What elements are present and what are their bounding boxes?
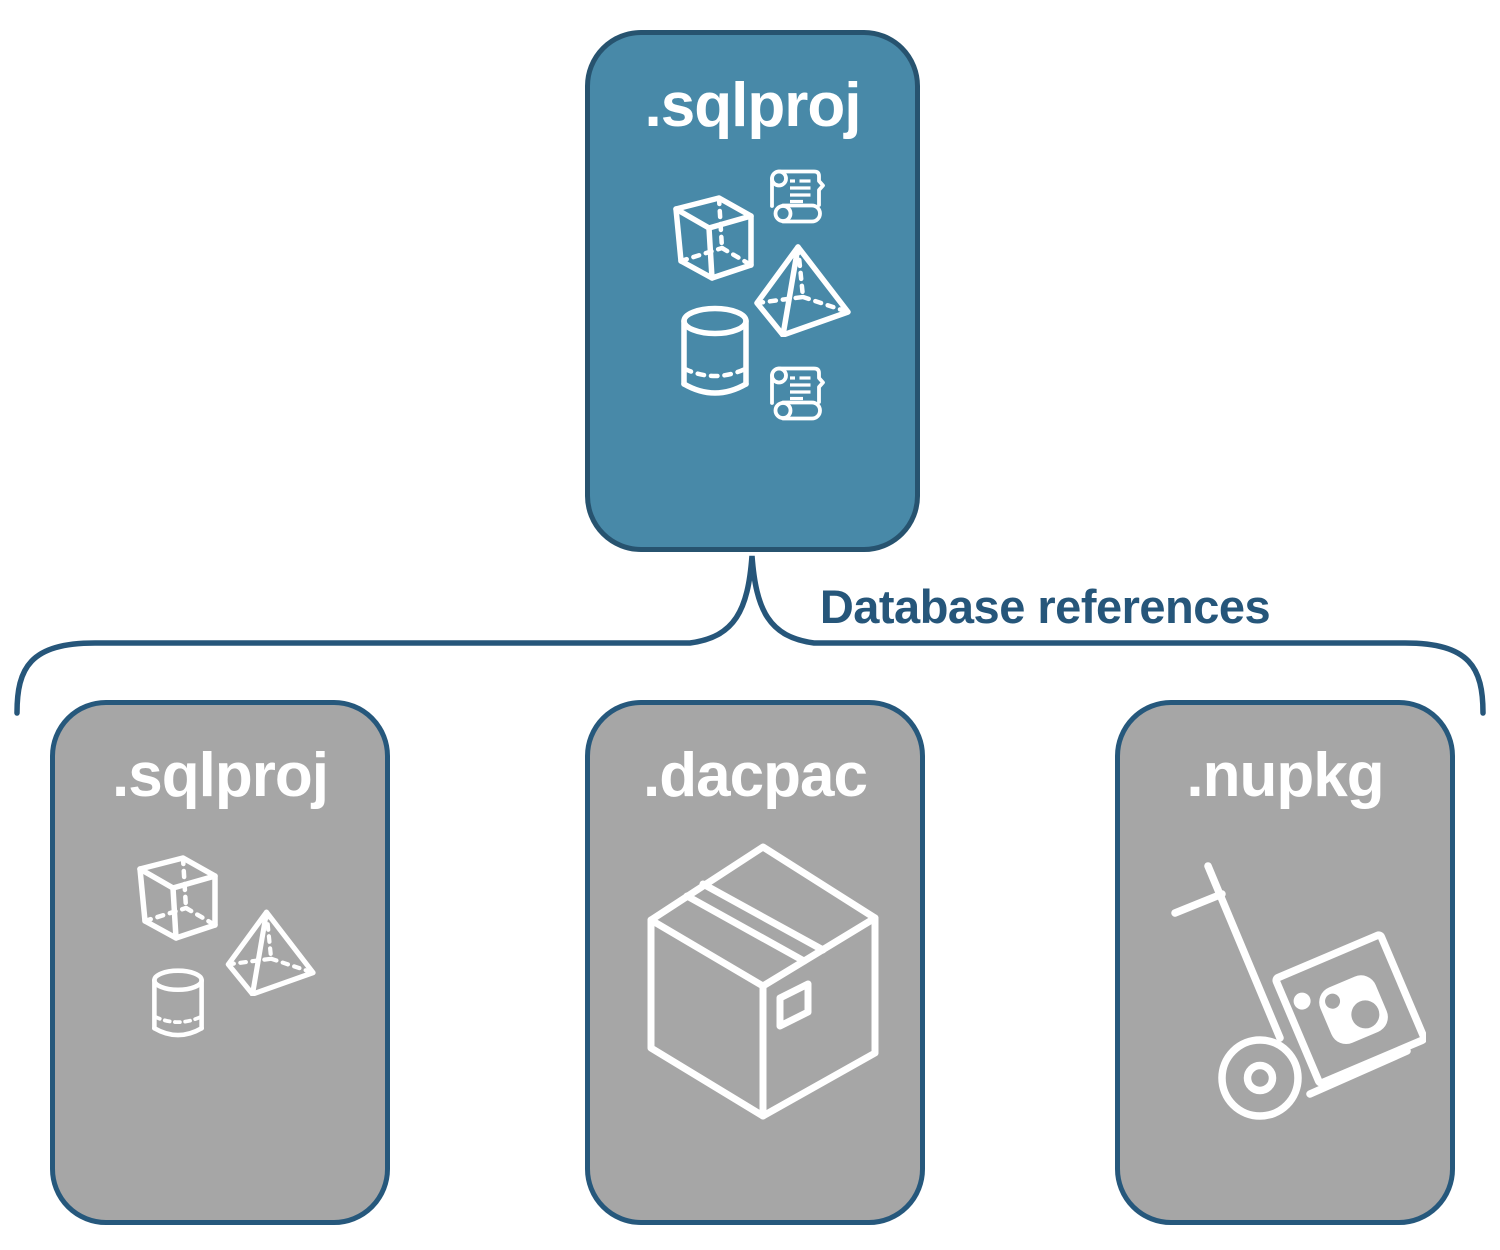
cube-3d-icon: [137, 855, 218, 941]
package-box-icon: [647, 843, 879, 1120]
node-child-dacpac: .dacpac: [585, 700, 925, 1225]
node-title: .sqlproj: [644, 71, 862, 140]
pyramid-3d-icon: [754, 244, 851, 337]
nuget-hand-truck-icon: [1171, 862, 1426, 1120]
pyramid-3d-icon: [225, 909, 316, 996]
node-title: .dacpac: [643, 741, 868, 810]
node-child-sqlproj: .sqlproj: [50, 700, 390, 1225]
cube-3d-icon: [673, 195, 754, 281]
database-cylinder-icon: [681, 305, 749, 396]
database-cylinder-icon: [152, 968, 204, 1038]
node-title: .nupkg: [1186, 741, 1384, 810]
scroll-icon: [770, 366, 825, 421]
scroll-icon: [770, 169, 825, 224]
node-title: .sqlproj: [112, 741, 329, 810]
connector-label: Database references: [819, 580, 1271, 633]
node-root-sqlproj: .sqlproj: [585, 30, 920, 552]
node-child-nupkg: .nupkg: [1115, 700, 1455, 1225]
